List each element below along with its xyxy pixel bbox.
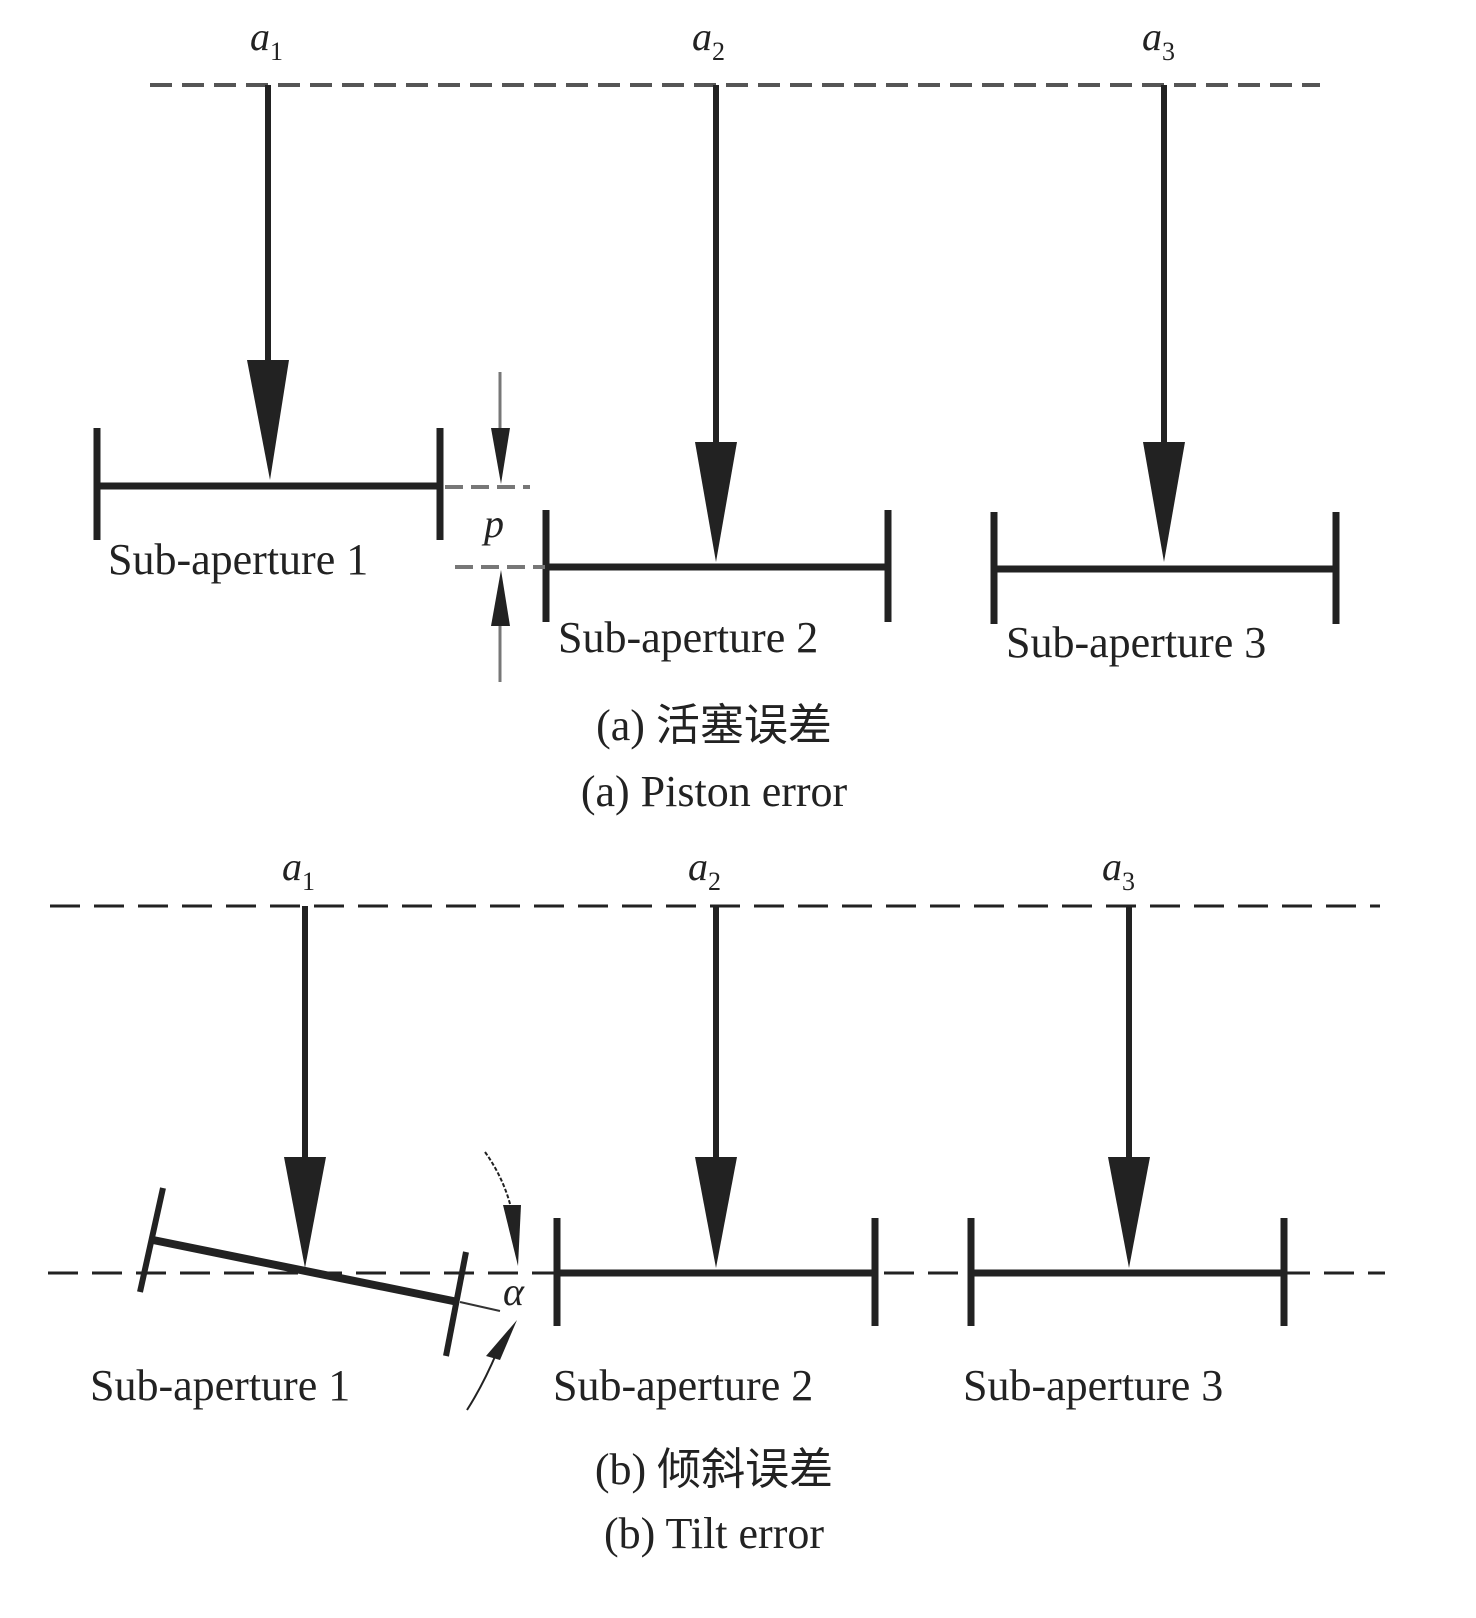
caption-cn-a: (a) 活塞误差 [596,701,832,750]
beam-label-a3: a3 [1142,14,1175,66]
beam-arrow-a2 [695,85,737,562]
beam-arrow-b2 [695,906,737,1268]
beam-arrow-b1 [284,906,326,1268]
sub-aperture-2-a [542,510,892,622]
beam-label-b2: a2 [688,844,721,896]
caption-en-b: (b) Tilt error [604,1509,824,1558]
tilt-angle-indicator: α [466,1151,525,1411]
sub-aperture-label-3-b: Sub-aperture 3 [963,1361,1223,1410]
beam-arrow-a3 [1143,85,1185,562]
sub-aperture-label-1-b: Sub-aperture 1 [90,1361,350,1410]
beam-arrow-a1 [247,85,289,480]
sub-aperture-label-1-a: Sub-aperture 1 [108,535,368,584]
sub-aperture-1-b-tilted [137,1187,501,1357]
panel-tilt-error: a1 a2 a3 α [48,844,1385,1558]
sub-aperture-label-2-b: Sub-aperture 2 [553,1361,813,1410]
caption-cn-b: (b) 倾斜误差 [595,1445,833,1494]
sub-aperture-3-b [967,1218,1288,1326]
piston-offset-label: p [481,501,504,546]
beam-arrow-b3 [1108,906,1150,1268]
sub-aperture-label-3-a: Sub-aperture 3 [1006,618,1266,667]
beam-label-a1: a1 [250,14,283,66]
sub-aperture-2-b [553,1218,879,1326]
beam-label-b3: a3 [1102,844,1135,896]
sub-aperture-label-2-a: Sub-aperture 2 [558,613,818,662]
sub-aperture-3-a [990,512,1340,624]
beam-label-b1: a1 [282,844,315,896]
tilt-angle-label: α [503,1269,525,1314]
piston-offset-dimension: p [445,372,545,682]
beam-label-a2: a2 [692,14,725,66]
sub-aperture-1-a [93,428,444,540]
panel-piston-error: a1 a2 a3 [93,14,1340,816]
caption-en-a: (a) Piston error [581,767,848,816]
